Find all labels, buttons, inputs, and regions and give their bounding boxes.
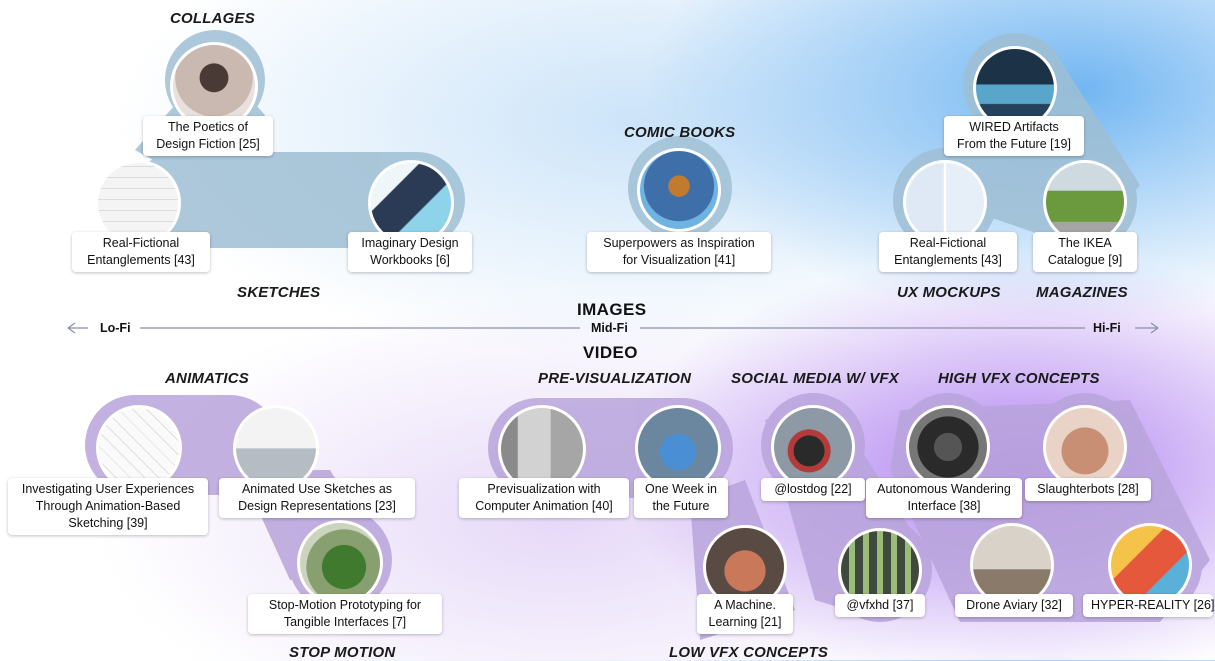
collages-label: COLLAGES xyxy=(170,10,255,27)
magazines-label: MAGAZINES xyxy=(1036,284,1128,301)
previsualization-card[interactable]: Previsualization with Computer Animation… xyxy=(459,478,629,518)
realfictional-ux-card[interactable]: Real-Fictional Entanglements [43] xyxy=(879,232,1017,272)
social-media-vfx-label: SOCIAL MEDIA W/ VFX xyxy=(731,370,899,387)
comic-books-label: COMIC BOOKS xyxy=(624,124,736,141)
low-vfx-label: LOW VFX CONCEPTS xyxy=(669,644,829,661)
autonomous-thumbnail xyxy=(906,405,990,489)
animatics-label: ANIMATICS xyxy=(165,370,250,387)
lo-fi-label: Lo-Fi xyxy=(100,321,131,335)
ux-thumbnail xyxy=(903,160,987,244)
autonomous-card[interactable]: Autonomous Wandering Interface [38] xyxy=(866,478,1022,518)
high-vfx-label: HIGH VFX CONCEPTS xyxy=(938,370,1100,387)
lostdog-thumbnail xyxy=(771,405,855,489)
poetics-card[interactable]: The Poetics of Design Fiction [25] xyxy=(143,116,273,156)
hi-fi-label: Hi-Fi xyxy=(1093,321,1121,335)
previs-thumbnail-2 xyxy=(635,405,721,491)
ikea-card[interactable]: The IKEA Catalogue [9] xyxy=(1033,232,1137,272)
sketches-label: SKETCHES xyxy=(237,284,321,301)
imaginary-workbooks-card[interactable]: Imaginary Design Workbooks [6] xyxy=(348,232,472,272)
slaughterbots-card[interactable]: Slaughterbots [28] xyxy=(1025,478,1151,501)
one-week-card[interactable]: One Week in the Future xyxy=(634,478,728,518)
animated-use-card[interactable]: Animated Use Sketches as Design Represen… xyxy=(219,478,415,518)
ikea-thumbnail xyxy=(1043,160,1127,244)
video-section-title: VIDEO xyxy=(583,343,638,362)
images-section-title: IMAGES xyxy=(577,300,647,319)
machine-card[interactable]: A Machine. Learning [21] xyxy=(697,594,793,634)
pre-visualization-label: PRE-VISUALIZATION xyxy=(538,370,692,387)
hyper-reality-card[interactable]: HYPER-REALITY [26] xyxy=(1083,594,1214,617)
stop-motion-proto-card[interactable]: Stop-Motion Prototyping for Tangible Int… xyxy=(248,594,442,634)
slaughterbots-thumbnail xyxy=(1043,405,1127,489)
superpowers-card[interactable]: Superpowers as Inspiration for Visualiza… xyxy=(587,232,771,272)
comic-thumbnail xyxy=(637,148,721,232)
left-arrow-icon xyxy=(67,322,88,334)
stop-motion-label: STOP MOTION xyxy=(289,644,396,661)
fidelity-axis xyxy=(67,322,1159,334)
lostdog-card[interactable]: @lostdog [22] xyxy=(761,478,865,501)
animatic-thumbnail-2 xyxy=(233,405,319,491)
hyper-thumbnail xyxy=(1108,523,1192,607)
wired-card[interactable]: WIRED Artifacts From the Future [19] xyxy=(944,116,1084,156)
mid-fi-label: Mid-Fi xyxy=(591,321,628,335)
ux-mockups-label: UX MOCKUPS xyxy=(897,284,1001,301)
investigating-card[interactable]: Investigating User Experiences Through A… xyxy=(8,478,208,535)
vfxhd-card[interactable]: @vfxhd [37] xyxy=(835,594,925,617)
stop-motion-thumbnail xyxy=(297,520,383,606)
realfictional-sketch-card[interactable]: Real-Fictional Entanglements [43] xyxy=(72,232,210,272)
right-arrow-icon xyxy=(1135,322,1159,334)
drone-aviary-card[interactable]: Drone Aviary [32] xyxy=(955,594,1073,617)
